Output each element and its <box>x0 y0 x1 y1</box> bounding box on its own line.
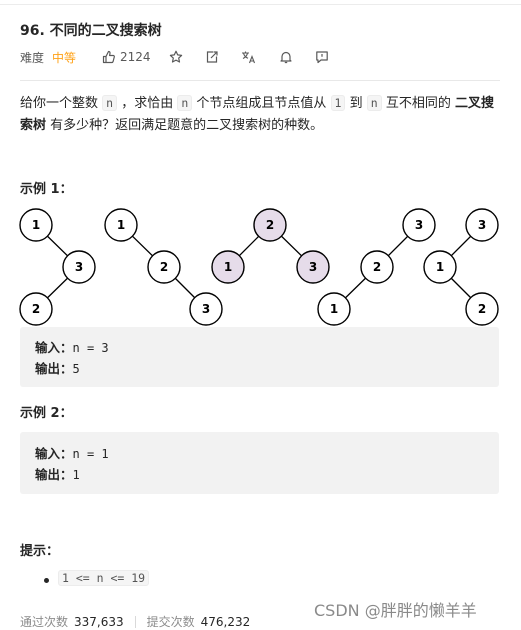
problem-title: 96. 不同的二叉搜索树 <box>20 23 162 39</box>
tree-node <box>465 208 499 242</box>
watermark: CSDN @胖胖的懒羊羊 <box>314 601 477 620</box>
input-value: n = 3 <box>72 341 109 355</box>
example-1-trees-figure: 1 3 2 1 2 3 2 1 3 3 2 1 <box>19 208 499 326</box>
tree-node-label: 1 <box>330 302 338 316</box>
share-icon[interactable] <box>205 50 219 64</box>
tree-node-label: 3 <box>309 260 317 274</box>
tree-node-label: 1 <box>436 260 444 274</box>
output-value: 5 <box>72 362 80 376</box>
tree-node-label: 3 <box>415 218 423 232</box>
bell-icon[interactable] <box>279 50 293 64</box>
desc-text: 互不相同的 <box>381 96 455 111</box>
tree-node-label: 2 <box>266 218 274 232</box>
inline-code: 1 <box>330 95 346 111</box>
like-count: 2124 <box>120 50 151 64</box>
output-label: 输出： <box>35 361 73 376</box>
example-1-output: 输出：5 <box>35 358 80 377</box>
feedback-icon[interactable] <box>315 50 329 64</box>
tree-node-label: 3 <box>202 302 210 316</box>
submissions-label: 提交次数 <box>146 615 195 629</box>
tree-node <box>211 250 245 284</box>
accepted-label: 通过次数 <box>20 615 69 629</box>
tree-node-label: 2 <box>478 302 486 316</box>
tree-node <box>465 292 499 326</box>
hint-constraint: 1 <= n <= 19 <box>58 570 150 586</box>
top-divider <box>0 4 521 5</box>
tree-node-label: 1 <box>117 218 125 232</box>
tree-node <box>360 250 394 284</box>
tree-node <box>402 208 436 242</box>
tree-2: 1 2 3 <box>104 208 223 326</box>
star-icon[interactable] <box>169 50 183 64</box>
tree-node <box>104 208 138 242</box>
translate-icon[interactable] <box>241 50 257 64</box>
difficulty-label: 难度 <box>20 50 45 65</box>
tree-5: 3 1 2 <box>423 208 499 326</box>
example-2-output: 输出：1 <box>35 464 80 483</box>
input-label: 输入： <box>35 340 73 355</box>
desc-text: 给你一个整数 <box>20 96 103 111</box>
example-1-io-box: 输入：n = 3 输出：5 <box>20 327 499 387</box>
desc-text: ，求恰由 <box>117 96 178 111</box>
tree-node <box>19 292 53 326</box>
tree-node <box>147 250 181 284</box>
problem-description: 给你一个整数 n ，求恰由 n 个节点组成且节点值从 1 到 n 互不相同的 二… <box>20 92 500 137</box>
inline-code: n <box>366 95 382 111</box>
example-2-heading: 示例 2： <box>20 406 73 421</box>
tree-3: 2 1 3 <box>211 208 330 284</box>
tree-node-label: 3 <box>478 218 486 232</box>
desc-text: 个节点组成且节点值从 <box>192 96 331 111</box>
tree-node <box>189 292 223 326</box>
tree-1: 1 3 2 <box>19 208 96 326</box>
tree-node <box>423 250 457 284</box>
submissions-count: 476,232 <box>200 614 251 629</box>
inline-code: n <box>102 95 118 111</box>
tree-4: 3 2 1 <box>317 208 436 326</box>
tree-node <box>253 208 287 242</box>
tree-node-label: 2 <box>32 302 40 316</box>
hint-bullet <box>44 578 49 583</box>
title-divider <box>20 80 500 81</box>
tree-node-label: 3 <box>75 260 83 274</box>
tree-node <box>62 250 96 284</box>
submission-stats: 通过次数 337,633 提交次数 476,232 <box>20 613 250 630</box>
example-1-heading: 示例 1： <box>20 182 73 197</box>
desc-text: 到 <box>345 96 367 111</box>
tree-node-label: 1 <box>32 218 40 232</box>
output-label: 输出： <box>35 467 73 482</box>
hints-heading: 提示： <box>20 544 60 559</box>
difficulty-badge: 中等 <box>52 50 77 65</box>
example-2-io-box: 输入：n = 1 输出：1 <box>20 432 499 494</box>
tree-node-label: 2 <box>373 260 381 274</box>
output-value: 1 <box>72 468 80 482</box>
tree-node-label: 1 <box>224 260 232 274</box>
thumbs-up-icon[interactable] <box>102 50 116 64</box>
input-value: n = 1 <box>72 447 109 461</box>
example-1-input: 输入：n = 3 <box>35 337 109 356</box>
tree-node <box>19 208 53 242</box>
desc-bold: 二叉搜索树 <box>20 96 494 133</box>
example-2-input: 输入：n = 1 <box>35 443 109 462</box>
tree-node <box>317 292 351 326</box>
tree-node-label: 2 <box>160 260 168 274</box>
accepted-count: 337,633 <box>74 614 124 629</box>
input-label: 输入： <box>35 446 73 461</box>
problem-meta-bar: 难度 中等 2124 <box>20 48 329 66</box>
desc-text: 有多少种？返回满足题意的二叉搜索树的种数。 <box>46 118 324 133</box>
inline-code: n <box>177 95 193 111</box>
tree-node <box>296 250 330 284</box>
